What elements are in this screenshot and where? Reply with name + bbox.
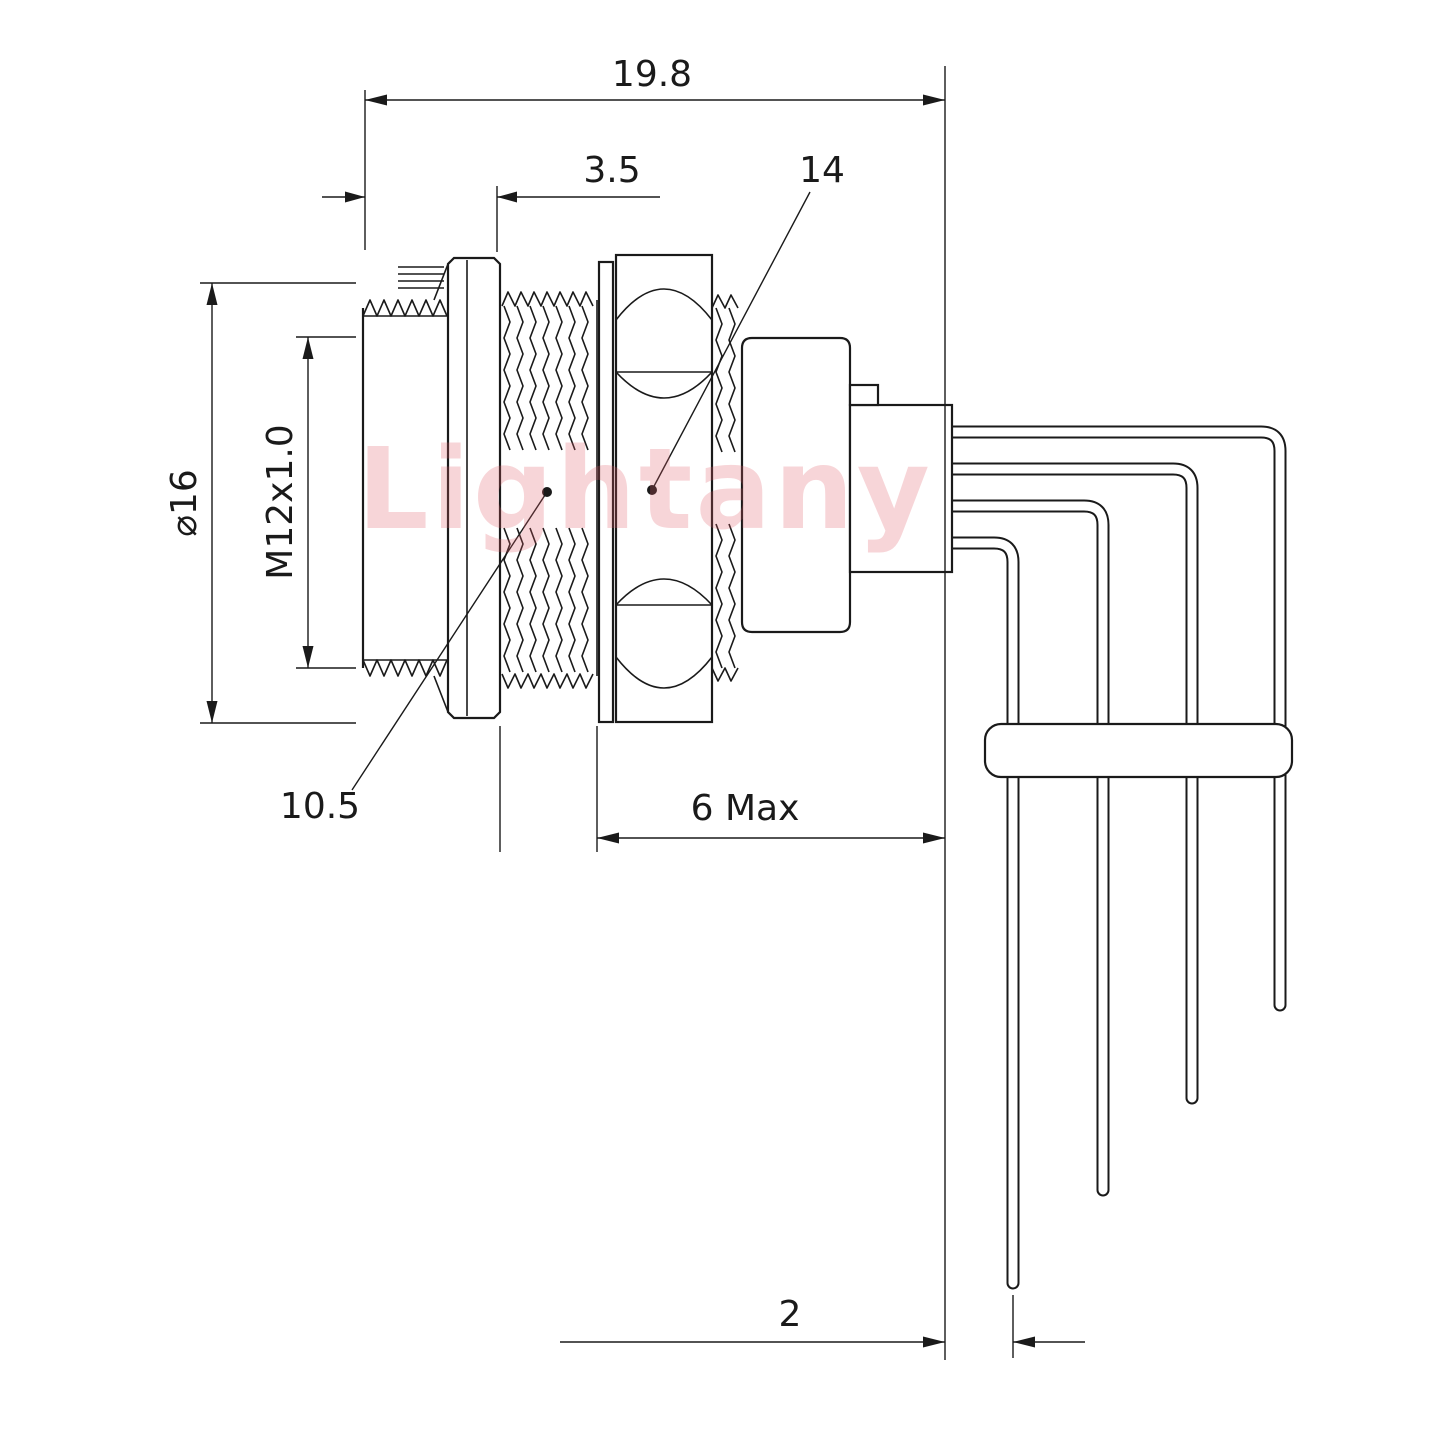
watermark: Lightany: [357, 425, 933, 555]
dim-thread-spec: M12x1.0: [260, 336, 356, 669]
connector-body: [361, 253, 954, 724]
front-flange: [398, 256, 502, 720]
dim-hex-width: 14: [647, 150, 845, 495]
rear-body: [740, 336, 954, 634]
dim-label-pin-offset: 2: [779, 1294, 802, 1335]
dim-panel-max: 6 Max: [499, 726, 945, 852]
dim-overall-length: 19.8: [364, 54, 945, 250]
pins: [941, 425, 1287, 1290]
leader-dot-hex: [647, 485, 657, 495]
rear-thread-section: [711, 294, 739, 682]
dim-label-overall-length: 19.8: [612, 54, 692, 95]
mounting-thread-section: [501, 291, 598, 689]
key-tab: [848, 383, 880, 407]
pin-spacer-bar: [983, 722, 1294, 779]
brand-mark: [398, 266, 444, 289]
pin-2: [941, 462, 1199, 1105]
dim-label-thread-length: 10.5: [280, 786, 360, 827]
dim-label-panel-max: 6 Max: [691, 788, 800, 829]
washer: [597, 260, 615, 724]
dim-thread-length: 10.5: [280, 487, 552, 827]
hex-nut: [614, 253, 714, 724]
dim-pin-offset: 2: [560, 1294, 1085, 1358]
pin-4: [941, 536, 1020, 1290]
dim-label-shell-diameter: ⌀16: [164, 469, 205, 536]
pin-3: [941, 499, 1110, 1197]
front-thread-section: [361, 299, 448, 677]
dim-label-front-length: 3.5: [583, 150, 640, 191]
pin-1: [941, 425, 1287, 1012]
dim-shell-diameter: ⌀16: [164, 282, 356, 724]
dim-front-length: 3.5: [322, 150, 660, 252]
dim-label-thread-spec: M12x1.0: [260, 424, 301, 579]
dim-label-hex-width: 14: [799, 150, 845, 191]
leader-dot-thread: [542, 487, 552, 497]
